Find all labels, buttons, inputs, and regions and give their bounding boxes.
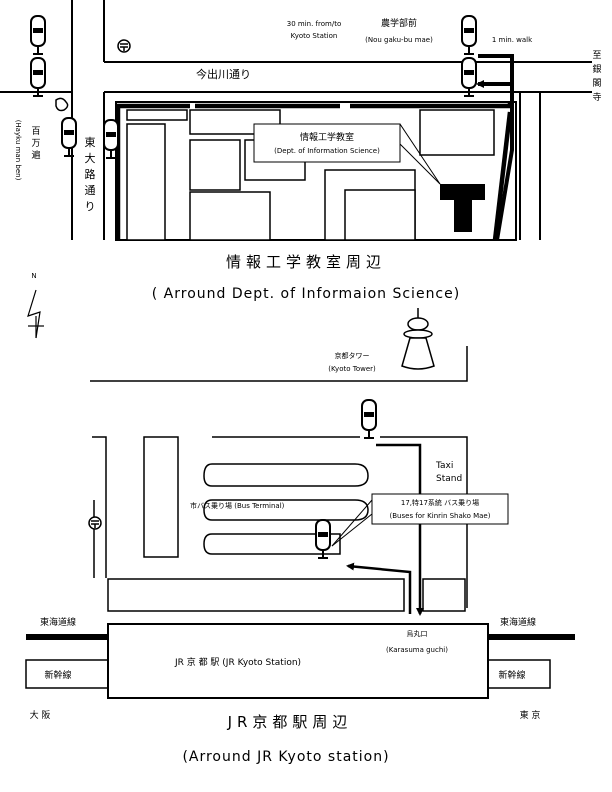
tokaido-line-east-label: 東海道線 (500, 616, 536, 628)
station-blocks (107, 436, 466, 612)
kyoto-tower-icon (401, 308, 435, 370)
bus-stop-callout: 17,特17系統 バス乗り場 (Buses for Kinrin Shako M… (331, 493, 509, 547)
svg-text:通: 通 (85, 184, 96, 197)
dept-label-en: (Dept. of Information Science) (274, 147, 380, 155)
north-compass: N (27, 272, 44, 339)
top-map-heading-en: ( Arround Dept. of Informaion Science) (152, 286, 460, 302)
north-label: N (31, 272, 36, 280)
traffic-signal-icon (30, 57, 46, 97)
bottom-map-heading-en: (Arround JR Kyoto station) (182, 749, 389, 765)
post-office-icon (117, 39, 131, 53)
tokaido-line-west-label: 東海道線 (40, 616, 76, 628)
svg-text:路: 路 (85, 168, 96, 181)
svg-text:大: 大 (85, 151, 96, 165)
walk-time: 1 min. walk (492, 36, 533, 44)
dept-callout: 情報工学教室 (Dept. of Information Science) (253, 123, 441, 185)
shinkansen-east-box (487, 659, 551, 689)
taxi-stand-line2: Stand (436, 474, 462, 484)
top-map-heading-jp: 情報工学教室周辺 (226, 253, 386, 271)
stop-nougakubu-en: (Nou gaku-bu mae) (365, 36, 433, 44)
bus-stop-en: (Buses for Kinrin Shako Mae) (390, 512, 491, 520)
post-office-icon (88, 516, 102, 530)
higashioji-street: 東 大 路 通 り (85, 136, 96, 213)
hyakumanben-label: 百 万 遍 (Hayku man ben) (14, 120, 41, 181)
dept-building (440, 184, 485, 232)
traffic-signal-icon (361, 399, 377, 439)
traffic-signal-icon (61, 117, 77, 157)
karasuma-exit-jp: 烏丸口 (407, 629, 428, 638)
svg-text:閣: 閣 (592, 78, 601, 89)
bottom-map: 京都タワー (Kyoto Tower) (25, 308, 575, 765)
svg-text:り: り (85, 200, 96, 213)
walk-route (476, 54, 514, 241)
traffic-signal-icon (30, 15, 46, 55)
taxi-route (376, 443, 424, 616)
bottom-map-heading-jp: JR京都駅周辺 (227, 713, 353, 731)
bus-time-line2: Kyoto Station (291, 32, 338, 40)
tokyo-direction: 東 京 (520, 709, 541, 721)
bus-stop-jp: 17,特17系統 バス乗り場 (401, 498, 479, 507)
svg-text:至: 至 (592, 50, 601, 61)
stop-nougakubu-jp: 農学部前 (381, 17, 417, 29)
svg-text:遍: 遍 (31, 149, 40, 161)
kyoto-station-building (107, 623, 489, 699)
top-map: 情報工学教室 (Dept. of Information Science) 30… (0, 0, 602, 302)
shinkansen-west-label: 新幹線 (44, 669, 71, 681)
osaka-direction: 大 阪 (30, 709, 51, 721)
traffic-signal-icon (461, 15, 477, 55)
svg-text:東: 東 (85, 136, 96, 149)
street-lines (90, 346, 468, 608)
bus-route (346, 562, 412, 614)
dept-label-jp: 情報工学教室 (300, 131, 354, 143)
kyoto-tower-jp: 京都タワー (335, 351, 370, 360)
shinkansen-east-label: 新幹線 (498, 669, 525, 681)
kyoto-tower-en: (Kyoto Tower) (328, 365, 376, 373)
karasuma-exit-en: (Karasuma guchi) (386, 646, 448, 654)
svg-text:寺: 寺 (592, 92, 601, 103)
imadegawa-street: 今出川通り (196, 67, 251, 81)
svg-text:銀: 銀 (592, 63, 601, 75)
taxi-stand-line1: Taxi (435, 461, 453, 471)
svg-text:百: 百 (31, 126, 40, 137)
bus-terminal-label: 市バス乗り場 (Bus Terminal) (190, 501, 285, 510)
bus-time-line1: 30 min. from/to (287, 20, 341, 28)
svg-text:万: 万 (31, 139, 40, 149)
hyakumanben-en: (Hayku man ben) (14, 120, 22, 181)
kyoto-station-label: JR 京 都 駅 (JR Kyoto Station) (174, 656, 301, 668)
traffic-signal-icon (461, 57, 477, 97)
landmark-icon (55, 97, 69, 112)
ginkakuji-direction: 至 銀 閣 寺 (592, 50, 601, 103)
shinkansen-west-box (25, 659, 109, 689)
